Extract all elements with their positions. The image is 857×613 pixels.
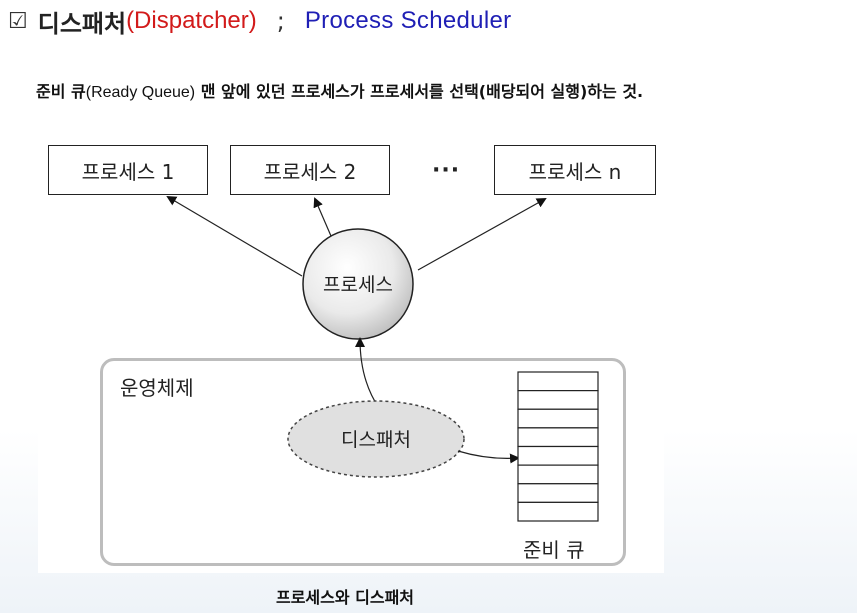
ready-queue — [517, 371, 599, 522]
checkbox-icon: ☑ — [8, 8, 28, 34]
queue-slot — [517, 483, 599, 503]
title-separator: ; — [276, 7, 285, 35]
dispatcher-label: 디스패처 — [341, 429, 411, 451]
os-label: 운영체제 — [120, 376, 194, 400]
process-box-n: 프로세스 n — [494, 145, 656, 195]
arrow-dispatcher-to-queue — [457, 450, 520, 464]
title-english: (Dispatcher) — [126, 7, 257, 34]
arrow-to-process-2 — [313, 197, 332, 237]
description-part2: (Ready Queue) — [85, 84, 196, 101]
queue-slot — [517, 408, 599, 429]
arrow-to-process-1 — [166, 195, 303, 277]
arrow-to-process-n — [417, 198, 547, 271]
queue-slot — [517, 427, 599, 448]
title-subtitle: Process Scheduler — [304, 7, 512, 34]
process-box-2: 프로세스 2 — [230, 145, 390, 195]
process-node-label: 프로세스 — [323, 274, 393, 296]
description-text: 준비 큐(Ready Queue) 맨 앞에 있던 프로세스가 프로세서를 선택… — [36, 78, 643, 102]
description-part1: 준비 큐 — [36, 82, 86, 101]
queue-slot — [517, 371, 599, 392]
queue-slot — [517, 501, 599, 522]
arrow-dispatcher-to-process — [355, 337, 380, 409]
dispatcher-node — [287, 400, 465, 478]
slide-title: ☑ 디스패처 (Dispatcher) ; Process Scheduler — [8, 4, 511, 38]
queue-slot — [517, 464, 599, 485]
ready-queue-label: 준비 큐 — [523, 538, 585, 562]
queue-slot — [517, 445, 599, 466]
process-box-1: 프로세스 1 — [48, 145, 208, 195]
ellipsis: ··· — [432, 158, 461, 183]
queue-slot — [517, 390, 599, 410]
description-part3: 맨 앞에 있던 프로세스가 프로세서를 선택(배당되어 실행)하는 것. — [195, 82, 644, 101]
figure-caption: 프로세스와 디스패처 — [275, 588, 415, 607]
title-korean: 디스패처 — [37, 9, 127, 38]
